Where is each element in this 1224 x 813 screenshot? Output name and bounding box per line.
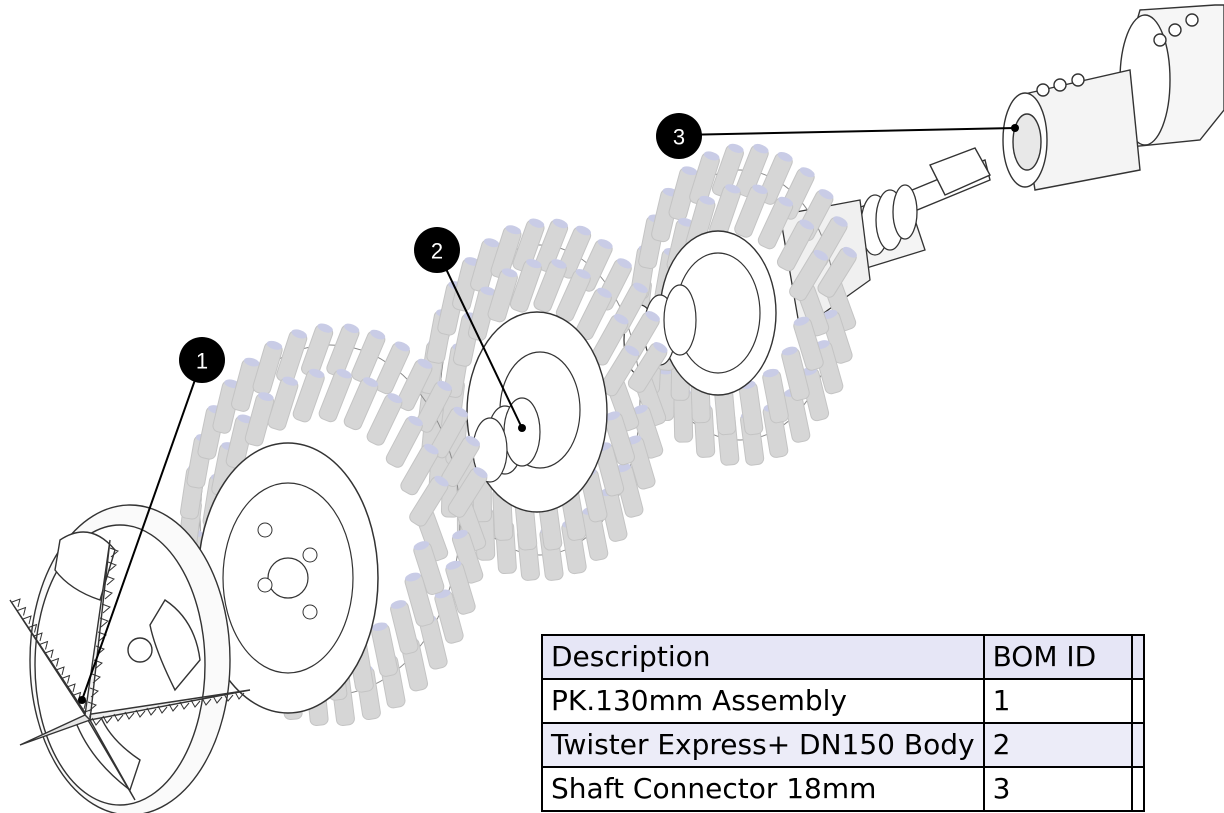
front-pin-wheel bbox=[177, 320, 491, 727]
bom-row: PK.130mm Assembly 1 bbox=[541, 678, 1145, 724]
callout-3-number: 3 bbox=[673, 125, 685, 150]
bom-row-id: 3 bbox=[982, 766, 1133, 812]
bom-row-description: Twister Express+ DN150 Body bbox=[541, 722, 985, 768]
bom-header-extra bbox=[1130, 634, 1145, 680]
bom-row: Twister Express+ DN150 Body 2 bbox=[541, 722, 1145, 768]
bom-row: Shaft Connector 18mm 3 bbox=[541, 766, 1145, 812]
bom-row-id: 2 bbox=[982, 722, 1133, 768]
middle-pin-wheel bbox=[417, 215, 671, 582]
bom-table: Description BOM ID PK.130mm Assembly 1 T… bbox=[541, 634, 1145, 812]
bom-row-extra bbox=[1130, 766, 1145, 812]
pin-shape bbox=[369, 620, 400, 678]
bom-header-bom-id: BOM ID bbox=[982, 634, 1133, 680]
saw-teeth-shape bbox=[11, 547, 245, 726]
rear-pin-wheel bbox=[627, 141, 861, 467]
bom-row-description: PK.130mm Assembly bbox=[541, 678, 985, 724]
shaft-connector-part bbox=[899, 4, 1224, 216]
callout-3: 3 bbox=[656, 113, 702, 159]
callout-1-number: 1 bbox=[196, 349, 208, 374]
bom-header-description: Description bbox=[541, 634, 985, 680]
bom-row-extra bbox=[1130, 722, 1145, 768]
callout-2-number: 2 bbox=[431, 239, 443, 264]
bom-row-description: Shaft Connector 18mm bbox=[541, 766, 985, 812]
callout-2: 2 bbox=[414, 227, 460, 273]
bom-row-id: 1 bbox=[982, 678, 1133, 724]
callout-1: 1 bbox=[179, 337, 225, 383]
callout-leaders bbox=[81, 127, 1016, 701]
bom-header-row: Description BOM ID bbox=[541, 634, 1145, 680]
bom-row-extra bbox=[1130, 678, 1145, 724]
pk130-assembly-part bbox=[9, 504, 251, 813]
